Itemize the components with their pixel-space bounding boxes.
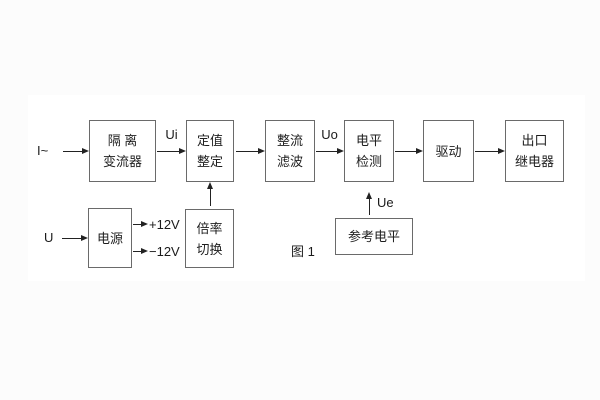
plus-12v-label: +12V [149,217,180,232]
input-voltage-label: U [44,230,54,245]
block-label: 电源 [96,230,123,246]
block-label: 定值 [196,133,223,148]
block-label: 倍率 [196,220,223,236]
arrow-drive-to-output [475,148,505,154]
arrow-ratio-to-setting [207,182,213,206]
block-label: 驱动 [435,143,462,159]
block-isolation-transformer: 隔 离 变流器 [89,120,156,182]
block-value-setting: 定值 整定 [186,120,234,182]
block-label: 整定 [196,154,223,169]
block-label: 变流器 [102,154,142,169]
block-rectify-filter: 整流 滤波 [265,120,315,182]
signal-ue-label: Ue [377,195,394,210]
block-reference-level: 参考电平 [335,218,413,255]
arrow-rectify-to-level [316,148,344,154]
arrow-power-plus12 [133,221,148,227]
figure-caption: 图 1 [291,244,315,259]
block-label: 继电器 [514,154,554,169]
block-label: 整流 [276,133,303,148]
block-drive: 驱动 [423,120,474,182]
block-level-detect: 电平 检测 [344,120,394,182]
block-ratio-switch: 倍率 切换 [185,209,234,268]
block-label: 参考电平 [347,229,400,244]
block-output-relay: 出口 继电器 [505,120,564,182]
arrow-power-minus12 [133,248,148,254]
arrow-level-to-drive [395,148,423,154]
block-label: 出口 [521,133,548,148]
arrow-input-to-power [62,235,88,241]
signal-uo-label: Uo [321,127,338,142]
block-label: 切换 [196,241,223,257]
arrow-isolation-to-setting [157,148,186,154]
block-label: 电平 [355,133,382,148]
minus-12v-label: −12V [149,244,180,259]
signal-ui-label: Ui [165,127,178,142]
block-label: 滤波 [276,154,303,169]
arrow-input-to-isolation [63,148,89,154]
arrow-reference-to-level [366,192,372,215]
block-power-supply: 电源 [88,208,132,268]
arrow-setting-to-rectify [236,148,265,154]
input-current-label: I~ [37,143,49,158]
block-label: 检测 [355,154,382,169]
block-label: 隔 离 [107,133,138,148]
